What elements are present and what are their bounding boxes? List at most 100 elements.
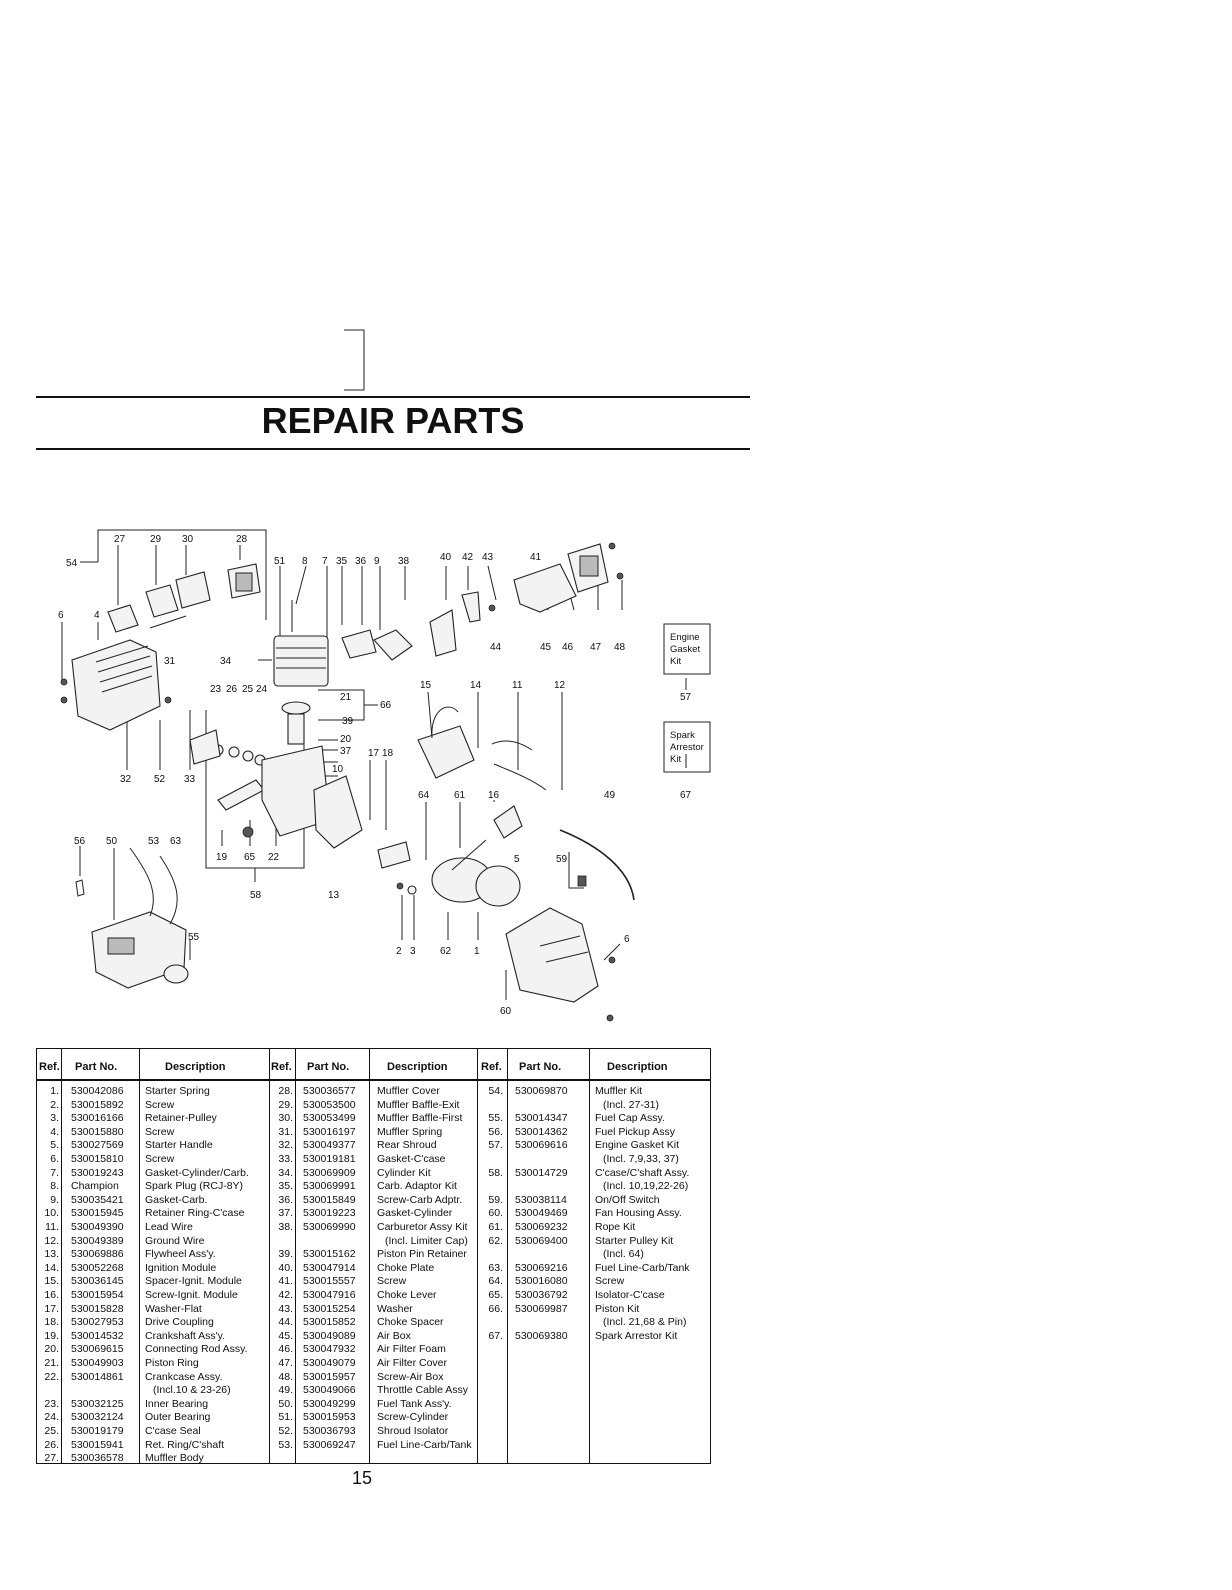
ref-cell: 56.	[488, 1125, 503, 1138]
part-number-cell: 530015954	[71, 1289, 124, 1301]
callout-13: 13	[328, 890, 340, 901]
part-number-cell: 530032125	[71, 1397, 124, 1410]
part-number-cell: 530015945	[71, 1207, 124, 1220]
callout-12: 12	[554, 680, 566, 691]
ref-cell: 61.	[488, 1221, 503, 1233]
callout-1: 1	[474, 946, 480, 957]
ref-cell: 64.	[488, 1275, 503, 1288]
callout-16: 16	[488, 790, 500, 801]
ref-cell: 25.	[44, 1425, 59, 1437]
callout-57: 57	[680, 692, 692, 703]
callout-22: 22	[268, 852, 280, 863]
part-number-cell: 530049299	[303, 1397, 356, 1410]
callout-46: 46	[562, 642, 574, 653]
ref-cell: 41.	[278, 1275, 293, 1288]
callout-6a: 6	[58, 610, 64, 621]
description-cell: Starter Spring	[145, 1085, 210, 1097]
ref-cell: 27.	[44, 1452, 59, 1465]
description-cell: Washer	[377, 1302, 413, 1315]
part-number-cell: 530032124	[71, 1411, 124, 1424]
callout-40: 40	[440, 552, 452, 563]
ref-cell: 28.	[278, 1085, 293, 1097]
callout-62: 62	[440, 946, 452, 957]
ref-cell: 3.	[50, 1112, 59, 1125]
callout-labels: 27 29 30 28 54 6 4 31 32 52 33 51 8 7 35…	[58, 534, 692, 1017]
ref-cell: 62.	[488, 1234, 503, 1247]
description-cell: Screw	[145, 1125, 175, 1138]
description-cell: Piston Ring	[145, 1357, 199, 1369]
ref-cell: 32.	[278, 1139, 293, 1152]
description-cell: (Incl. Limiter Cap)	[385, 1234, 468, 1247]
description-cell: Lead Wire	[145, 1221, 193, 1233]
top-rule	[36, 396, 750, 398]
ref-cell: 66.	[488, 1302, 503, 1315]
callout-7: 7	[322, 556, 328, 567]
description-cell: Screw	[145, 1098, 175, 1111]
description-cell: Muffler Spring	[377, 1125, 443, 1138]
callout-48: 48	[614, 642, 626, 653]
ref-cell: 19.	[44, 1329, 59, 1342]
callout-47: 47	[590, 642, 602, 653]
part-number-cell: 530069616	[515, 1139, 568, 1152]
callout-43: 43	[482, 552, 494, 563]
callout-4: 4	[94, 610, 100, 621]
part-number-cell: 530036577	[303, 1085, 356, 1097]
callout-39: 39	[342, 716, 354, 727]
callout-60: 60	[500, 1006, 512, 1017]
description-cell: Screw	[595, 1275, 625, 1288]
callout-49: 49	[604, 790, 616, 801]
callout-33: 33	[184, 774, 196, 785]
ref-cell: 16.	[44, 1289, 59, 1301]
callout-11: 11	[512, 680, 523, 691]
fuel-tank	[75, 847, 189, 989]
ref-cell: 6.	[50, 1153, 59, 1165]
ref-cell: 54.	[488, 1085, 503, 1097]
ref-cell: 11.	[45, 1221, 59, 1233]
part-number-cell: 530069909	[303, 1166, 356, 1179]
part-number-cell: 530015254	[303, 1302, 356, 1315]
description-cell: Retainer-Pulley	[145, 1112, 217, 1125]
description-cell: (Incl. 21,68 & Pin)	[603, 1316, 687, 1329]
description-cell: (Incl.10 & 23-26)	[153, 1384, 231, 1397]
description-cell: Spark Arrestor Kit	[595, 1329, 678, 1342]
description-cell: Throttle Cable Assy	[377, 1384, 469, 1397]
spark-arrestor-box-line2: Arrestor	[670, 742, 704, 753]
part-number-cell: 530069991	[303, 1180, 356, 1193]
ref-cell: 44.	[278, 1316, 293, 1329]
ref-cell: 59.	[488, 1193, 503, 1206]
callout-37: 37	[340, 746, 352, 757]
part-number-cell: 530049389	[71, 1234, 124, 1247]
description-cell: Crankcase Assy.	[145, 1370, 223, 1383]
part-number-cell: 530015810	[71, 1153, 124, 1165]
part-number-cell: 530015557	[303, 1275, 356, 1288]
description-cell: Fuel Tank Ass'y.	[377, 1397, 452, 1410]
part-number-cell: 530036792	[515, 1289, 568, 1301]
part-number-cell: 530035421	[71, 1193, 124, 1206]
ref-cell: 33.	[278, 1153, 293, 1165]
callout-66: 66	[380, 700, 392, 711]
description-cell: Spark Plug (RCJ-8Y)	[145, 1180, 244, 1193]
ref-cell: 4.	[50, 1125, 59, 1138]
part-number-cell: 530019223	[303, 1207, 356, 1220]
part-number-cell: 530036578	[71, 1452, 124, 1465]
callout-21: 21	[340, 692, 352, 703]
ref-cell: 14.	[44, 1261, 59, 1274]
ref-cell: 37.	[278, 1207, 293, 1220]
ref-cell: 57.	[488, 1139, 503, 1152]
part-number-cell: 530015849	[303, 1193, 356, 1206]
part-number-cell: 530049066	[303, 1384, 356, 1397]
part-number-cell: 530053499	[303, 1112, 356, 1125]
header-ref-3: Ref.	[481, 1061, 502, 1073]
description-cell: Air Box	[377, 1329, 411, 1342]
part-number-cell: 530014532	[71, 1329, 124, 1342]
description-cell: (Incl. 10,19,22-26)	[603, 1180, 689, 1193]
ref-cell: 34.	[278, 1166, 293, 1179]
description-cell: Fan Housing Assy.	[595, 1207, 682, 1220]
part-number-cell: 530014861	[71, 1370, 124, 1383]
description-cell: Gasket-Cylinder	[377, 1207, 453, 1220]
description-cell: Shroud Isolator	[377, 1425, 449, 1437]
callout-67: 67	[680, 790, 692, 801]
ref-cell: 22.	[44, 1370, 59, 1383]
ref-cell: 36.	[278, 1193, 293, 1206]
part-number-cell: 530047916	[303, 1289, 356, 1301]
